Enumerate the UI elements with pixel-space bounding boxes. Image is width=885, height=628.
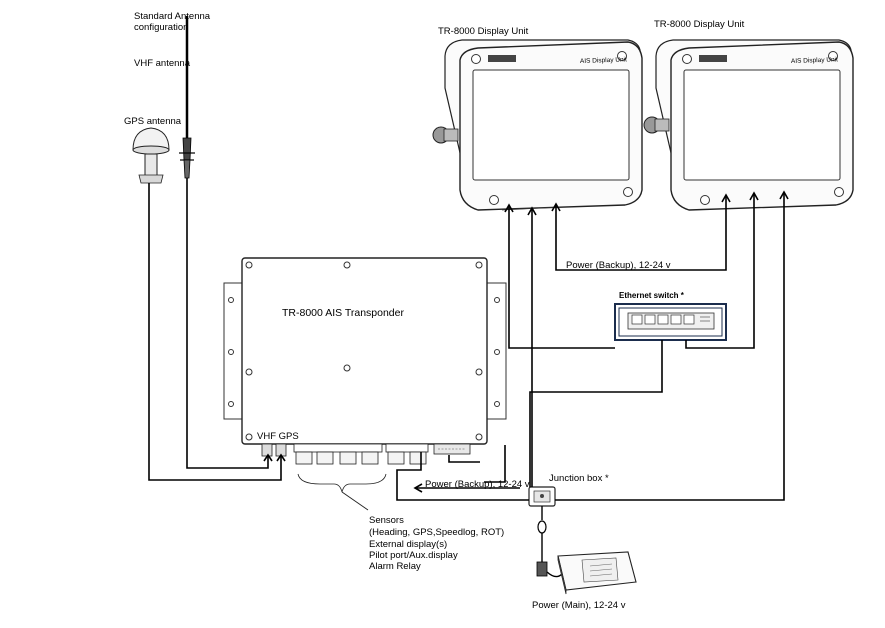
display-unit-left: AIS Display Unit [432,39,643,211]
ais-transponder [223,257,507,465]
sensor-leader [341,491,369,511]
vhf-antenna-icon [179,16,195,184]
antenna-config-label-1: Standard Antenna [134,11,211,22]
power-main-label: Power (Main), 12-24 v [532,600,626,611]
display-unit-left-label: TR-8000 Display Unit [438,26,529,37]
junction-box [528,486,556,507]
sensors-detail-label: (Heading, GPS,Speedlog, ROT) [369,527,504,538]
display-unit-right-label: TR-8000 Display Unit [654,19,745,30]
power-backup-top-label: Power (Backup), 12-24 v [566,260,671,271]
alarm-relay-label: Alarm Relay [369,561,421,572]
sensor-brace [297,473,387,493]
sensors-label: Sensors [369,515,404,526]
bezel-text: AIS Display Unit [580,56,627,65]
gps-antenna-icon [132,127,170,184]
power-supply [536,506,637,595]
transponder-label: TR-8000 AIS Transponder [282,307,404,319]
vhf-antenna-label: VHF antenna [134,58,191,69]
junction-box-label: Junction box * [549,473,609,484]
antenna-config-label-2: configuration [134,22,188,33]
vhf-gps-label: VHF GPS [257,431,299,442]
power-backup-bottom-label: Power (Backup), 12-24 v [425,479,530,490]
cables [148,183,789,501]
pilot-port-label: Pilot port/Aux.display [369,550,458,561]
ethernet-switch [614,303,727,341]
display-unit-right: AIS Display Unit [643,39,854,211]
bezel-text: AIS Display Unit [791,56,838,65]
ethernet-switch-label: Ethernet switch * [619,291,685,300]
external-displays-label: External display(s) [369,539,447,550]
gps-antenna-label: GPS antenna [124,116,182,127]
